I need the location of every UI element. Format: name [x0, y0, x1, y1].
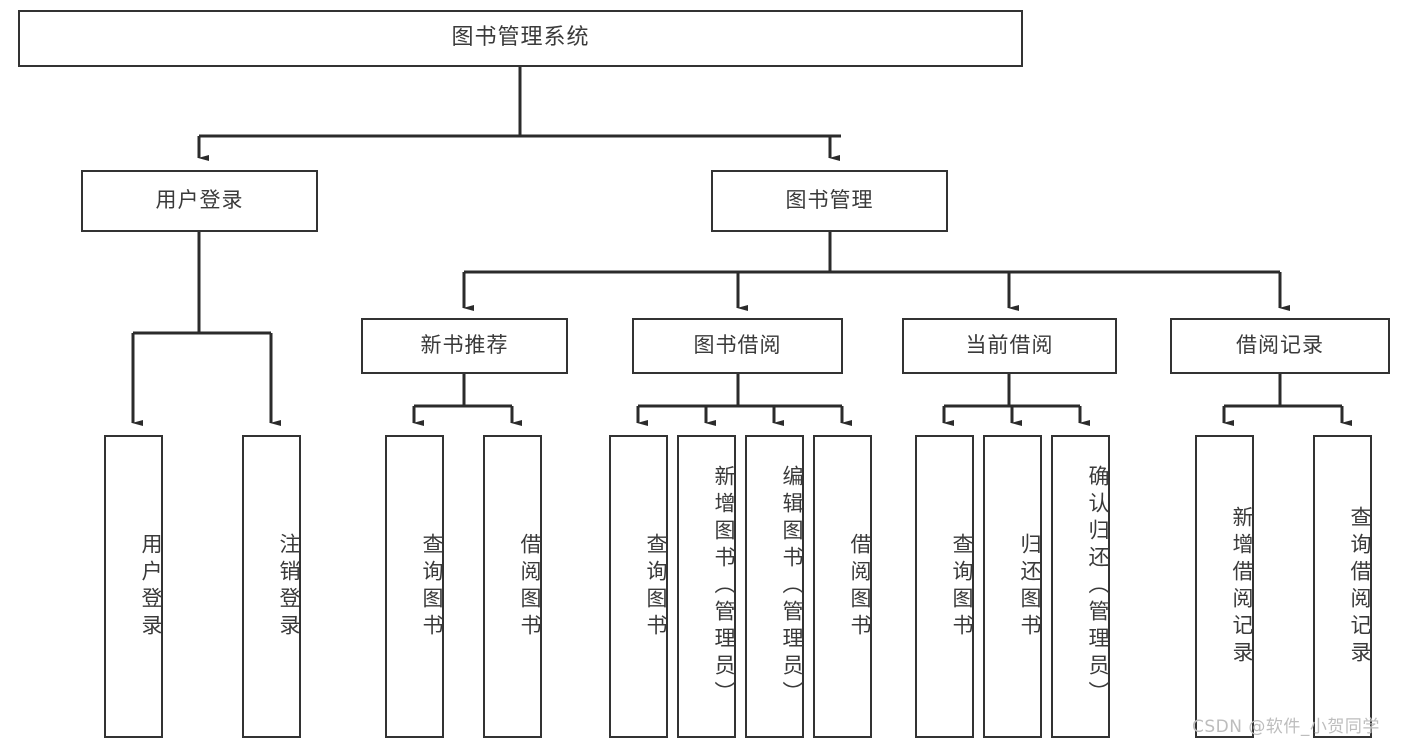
node-book-borrow[interactable]: 图书借阅	[632, 318, 843, 374]
leaf-current-return-book[interactable]: 归还图书	[983, 435, 1042, 738]
node-borrow-records[interactable]: 借阅记录	[1170, 318, 1390, 374]
leaf-borrow-add-book[interactable]: 新增图书（管理员）	[677, 435, 736, 738]
leaf-new-book-borrow[interactable]: 借阅图书	[483, 435, 542, 738]
leaf-record-add[interactable]: 新增借阅记录	[1195, 435, 1254, 738]
leaf-current-query-book[interactable]: 查询图书	[915, 435, 974, 738]
leaf-borrow-borrow-book[interactable]: 借阅图书	[813, 435, 872, 738]
leaf-current-confirm-return[interactable]: 确认归还（管理员）	[1051, 435, 1110, 738]
node-new-book-recommend[interactable]: 新书推荐	[361, 318, 568, 374]
node-current-borrow[interactable]: 当前借阅	[902, 318, 1117, 374]
node-book-management[interactable]: 图书管理	[711, 170, 948, 232]
leaf-borrow-query-book[interactable]: 查询图书	[609, 435, 668, 738]
node-root[interactable]: 图书管理系统	[18, 10, 1023, 67]
leaf-new-book-query[interactable]: 查询图书	[385, 435, 444, 738]
leaf-record-query[interactable]: 查询借阅记录	[1313, 435, 1372, 738]
leaf-user-login-login[interactable]: 用户登录	[104, 435, 163, 738]
node-user-login[interactable]: 用户登录	[81, 170, 318, 232]
csdn-watermark: CSDN @软件_小贺同学	[1192, 717, 1380, 737]
leaf-borrow-edit-book[interactable]: 编辑图书（管理员）	[745, 435, 804, 738]
leaf-user-login-logout[interactable]: 注销登录	[242, 435, 301, 738]
